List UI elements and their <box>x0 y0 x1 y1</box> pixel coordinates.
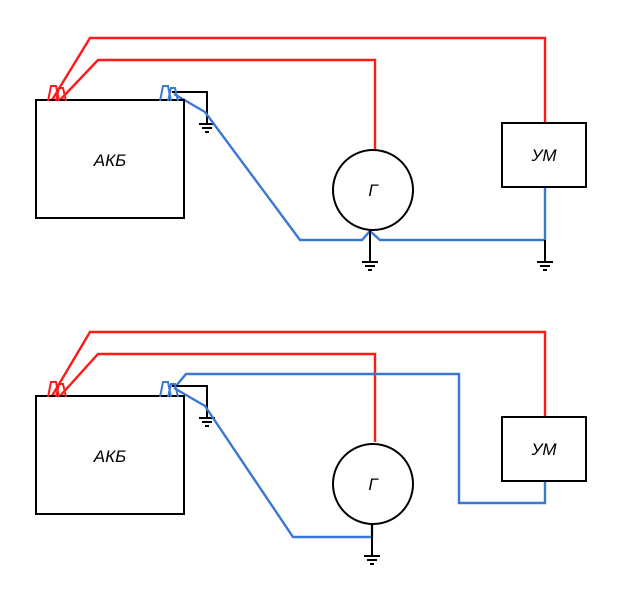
bottom-red-wire-to-amplifier <box>50 330 547 417</box>
top-battery-positive-terminal <box>47 85 67 102</box>
top-battery-label: АКБ <box>93 151 126 170</box>
top-red-wire-to-generator <box>59 58 377 150</box>
top-red-wire-to-amplifier <box>50 36 547 123</box>
bottom-amplifier-label: УМ <box>530 440 557 459</box>
top-amplifier-label: УМ <box>530 146 557 165</box>
top-generator-label: Г <box>368 181 379 200</box>
top-generator-ground-icon <box>362 261 378 271</box>
top-battery-negative-terminal <box>159 85 179 102</box>
top-battery-box <box>35 99 185 219</box>
bottom-battery-positive-terminal <box>47 381 67 398</box>
bottom-amplifier-box <box>501 416 587 482</box>
top-blue-wire-generator-to-amplifier <box>369 188 547 242</box>
bottom-battery-box <box>35 395 185 515</box>
top-amplifier-ground-icon <box>537 261 553 271</box>
diagram-bottom: АКБ Г УМ <box>35 330 587 565</box>
diagram-top: АКБ Г УМ <box>35 36 587 271</box>
bottom-blue-wire-battery-to-amplifier <box>175 372 547 505</box>
bottom-generator-ground-icon <box>364 555 380 565</box>
bottom-generator-label: Г <box>368 475 379 494</box>
bottom-battery-negative-terminal <box>159 381 179 398</box>
bottom-red-wire-to-generator <box>59 352 377 442</box>
top-generator-circle <box>332 149 414 231</box>
bottom-generator-circle <box>332 443 414 525</box>
top-battery-ground-icon <box>199 123 215 133</box>
top-amplifier-box <box>501 122 587 188</box>
top-blue-wire-battery-to-generator <box>173 92 371 242</box>
bottom-battery-label: АКБ <box>93 447 126 466</box>
